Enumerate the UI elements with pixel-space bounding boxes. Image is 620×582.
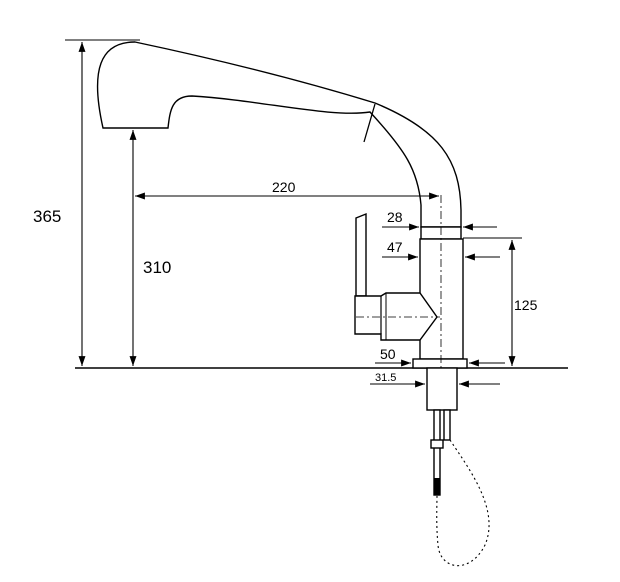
- dim-label-310: 310: [143, 258, 171, 277]
- dim-label-365: 365: [33, 207, 61, 226]
- handle-cartridge: [354, 292, 438, 341]
- hose-right: [443, 409, 451, 441]
- spout-outline: [96, 41, 462, 228]
- dim-label-50: 50: [380, 346, 396, 362]
- dim-label-28: 28: [387, 209, 403, 225]
- mounting-shank: [426, 367, 458, 411]
- base-ring: [412, 358, 468, 369]
- hose-fitting: [430, 439, 444, 449]
- spout-seam: [363, 103, 376, 143]
- pull-out-hose: [436, 439, 490, 567]
- dim-label-31-5: 31.5: [375, 372, 396, 384]
- hose-left-end: [434, 478, 440, 495]
- dim-label-47: 47: [387, 239, 403, 255]
- faucet-body: [419, 238, 464, 360]
- dim-label-125: 125: [514, 297, 538, 313]
- handle-lever: [355, 212, 367, 297]
- dim-label-220: 220: [272, 179, 296, 195]
